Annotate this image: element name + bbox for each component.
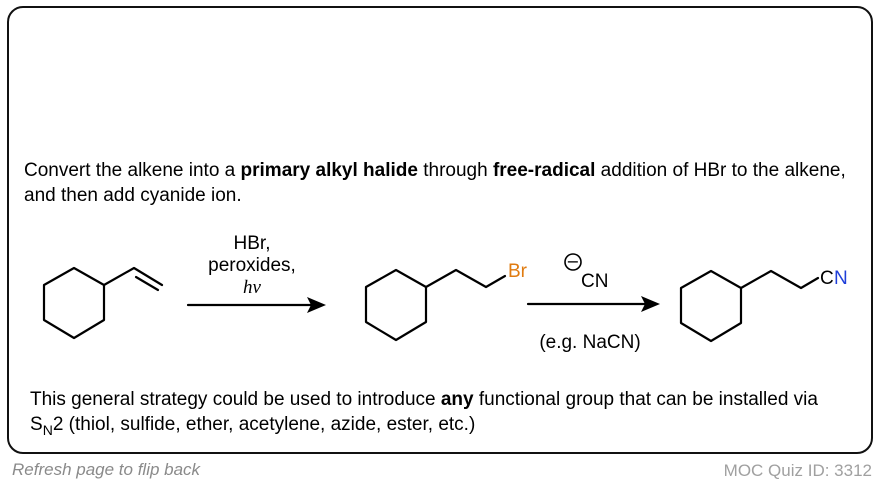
reaction-arrow-2-head bbox=[641, 296, 660, 312]
product-cyclohexane-ring bbox=[679, 269, 743, 343]
intermediate-cyclohexane-ring bbox=[364, 268, 428, 342]
intro-part3: addition of HBr to the alkene, and then … bbox=[24, 160, 846, 206]
outro-subscript-n: N bbox=[42, 422, 53, 438]
step1-reagent-light: hν bbox=[243, 277, 262, 298]
cyanide-charge-sign: − bbox=[566, 252, 579, 271]
quiz-id-number: 3312 bbox=[834, 461, 872, 480]
step1-reagent-hbr: HBr, bbox=[234, 233, 271, 254]
bromine-label: Br bbox=[508, 261, 528, 282]
reaction-arrow-1-head bbox=[307, 297, 326, 313]
step1-reagent-peroxides: peroxides, bbox=[208, 255, 296, 276]
start-vinyl-group bbox=[102, 266, 164, 287]
intro-part1: Convert the alkene into a bbox=[24, 160, 241, 181]
flip-back-link[interactable]: Refresh page to flip back bbox=[12, 460, 201, 479]
intermediate-chain bbox=[424, 268, 507, 289]
step2-reagent-cyanide: CN bbox=[581, 271, 608, 292]
nitrile-nitrogen-label: N bbox=[834, 268, 848, 289]
outro-text: This general strategy could be used to i… bbox=[30, 387, 850, 438]
cyanide-charge-circle bbox=[564, 253, 582, 271]
quiz-id-label: MOC Quiz ID: bbox=[723, 461, 835, 480]
quiz-card bbox=[7, 6, 873, 454]
intro-text: Convert the alkene into a primary alkyl … bbox=[24, 158, 854, 208]
intro-bold-free-radical: free-radical bbox=[492, 160, 596, 181]
start-cyclohexane-ring bbox=[42, 266, 106, 340]
outro-bold-any: any bbox=[440, 389, 474, 410]
outro-part3: 2 (thiol, sulfide, ether, acetylene, azi… bbox=[52, 414, 476, 435]
intro-bold-primary-alkyl-halide: primary alkyl halide bbox=[240, 160, 418, 181]
quiz-id: MOC Quiz ID: 3312 bbox=[724, 461, 872, 481]
outro-part2: functional group that can be installed v… bbox=[30, 389, 818, 435]
nitrile-carbon-label: C bbox=[820, 268, 834, 289]
intro-part2: through bbox=[417, 160, 493, 181]
step2-reagent-note: (e.g. NaCN) bbox=[539, 332, 640, 353]
product-chain bbox=[739, 269, 820, 290]
start-double-bond bbox=[134, 275, 160, 292]
outro-part1: This general strategy could be used to i… bbox=[30, 389, 441, 410]
